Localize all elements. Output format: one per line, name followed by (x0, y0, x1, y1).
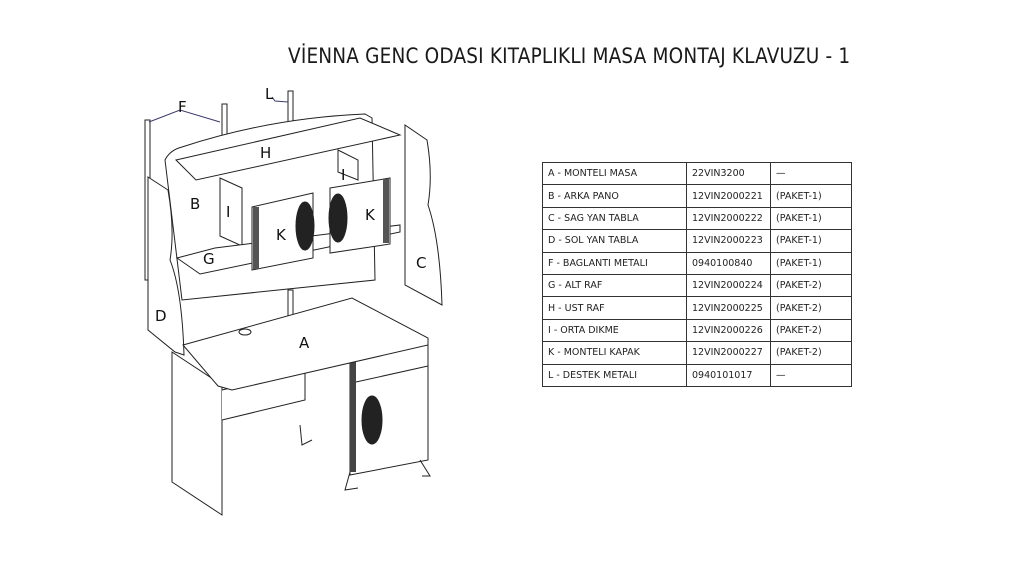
part-code: 12VIN2000226 (686, 318, 771, 343)
part-package: (PAKET-2) (770, 273, 852, 298)
label-C: C (416, 254, 426, 272)
right-side-panel (404, 124, 443, 306)
middle-upright-right (337, 149, 359, 181)
part-package: (PAKET-1) (770, 251, 852, 275)
part-package: — (770, 161, 852, 186)
part-package: (PAKET-1) (770, 229, 852, 253)
page-title: VİENNA GENC ODASI KITAPLIKLI MASA MONTAJ… (288, 44, 851, 68)
part-name: H - UST RAF (542, 296, 687, 320)
part-package: — (770, 363, 852, 387)
part-name: B - ARKA PANO (542, 184, 687, 208)
label-H: H (260, 144, 271, 162)
part-name: I - ORTA DIKME (542, 318, 687, 343)
label-L: L (265, 85, 274, 103)
door-ornament (328, 193, 348, 243)
part-package: (PAKET-2) (770, 318, 852, 343)
part-code: 12VIN2000227 (686, 341, 771, 365)
drawer-ornament (361, 395, 383, 445)
middle-upright-left (219, 177, 243, 247)
part-name: K - MONTELI KAPAK (542, 341, 687, 365)
part-name: G - ALT RAF (542, 273, 687, 298)
part-name: A - MONTELI MASA (542, 161, 687, 186)
part-package: (PAKET-1) (770, 206, 852, 231)
part-code: 22VIN3200 (686, 161, 771, 186)
part-code: 12VIN2000221 (686, 184, 771, 208)
part-name: L - DESTEK METALI (542, 363, 687, 387)
part-code: 0940101017 (686, 363, 771, 387)
label-K-left: K (276, 226, 287, 244)
part-code: 12VIN2000222 (686, 206, 771, 231)
desk-body (171, 351, 223, 516)
top-shelf (175, 117, 402, 181)
label-K-right: K (365, 206, 376, 224)
label-D: D (155, 307, 167, 325)
label-F: F (178, 98, 187, 116)
label-I-right: I (341, 166, 345, 184)
label-A: A (299, 334, 310, 352)
desk-top (182, 297, 429, 391)
label-B: B (190, 195, 200, 213)
part-package: (PAKET-1) (770, 184, 852, 208)
part-package: (PAKET-2) (770, 341, 852, 365)
cable-hole (238, 328, 252, 336)
part-package: (PAKET-2) (770, 296, 852, 320)
left-side-panel (147, 176, 185, 356)
door-ornament (295, 201, 315, 251)
part-name: C - SAG YAN TABLA (542, 206, 687, 231)
part-code: 0940100840 (686, 251, 771, 275)
part-name: F - BAGLANTI METALI (542, 251, 687, 275)
part-code: 12VIN2000225 (686, 296, 771, 320)
label-G: G (203, 250, 215, 268)
part-code: 12VIN2000224 (686, 273, 771, 298)
label-I-left: I (226, 203, 230, 221)
part-code: 12VIN2000223 (686, 229, 771, 253)
part-name: D - SOL YAN TABLA (542, 229, 687, 253)
